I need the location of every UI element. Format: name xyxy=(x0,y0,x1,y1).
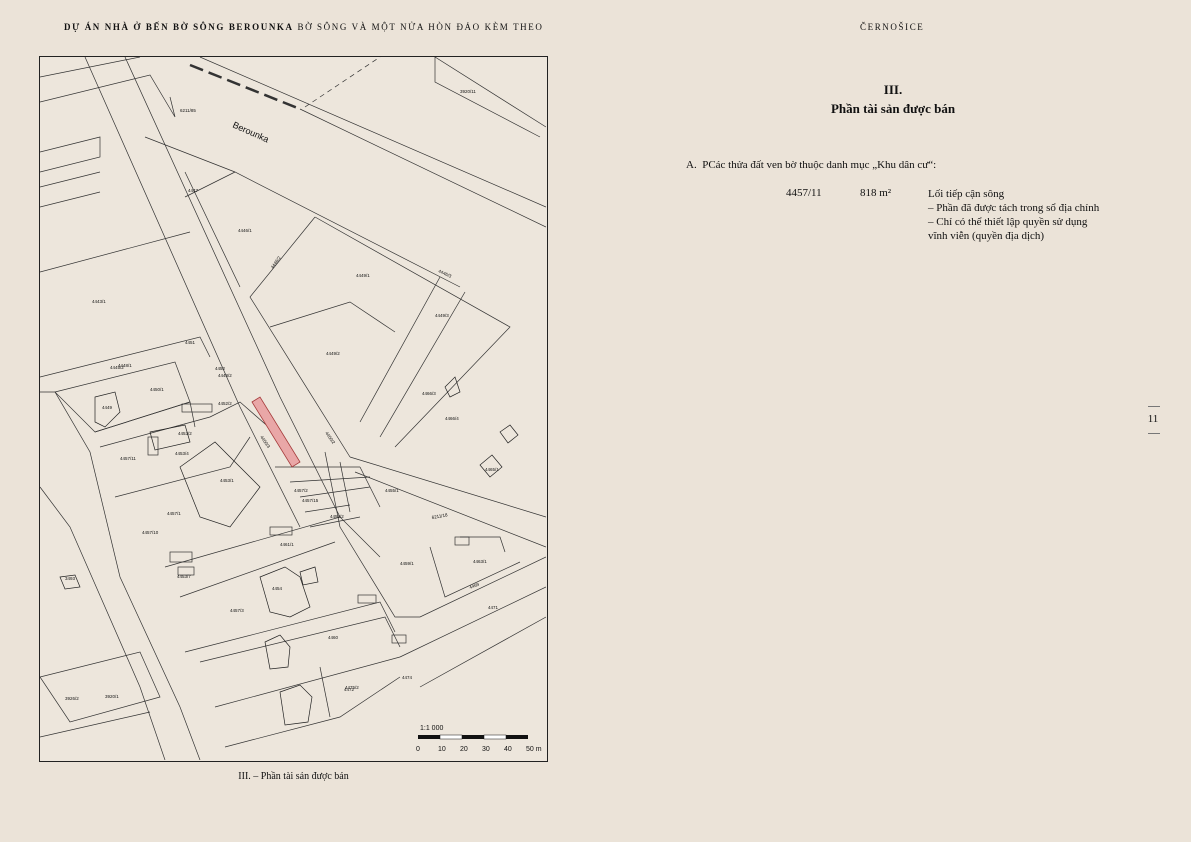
running-head-right: Černošice xyxy=(860,22,925,32)
parcel-label: 4454 xyxy=(272,586,283,591)
running-head-project: Dự án nhà ở bến bờ sông Berounka xyxy=(64,22,294,32)
scale-tick-label: 40 xyxy=(504,746,512,753)
parcel-label: 4453/1 xyxy=(220,478,234,483)
running-head-subtitle: bờ sông và một nửa hòn đảo kèm theo xyxy=(293,22,544,32)
parcel-label: 4471 xyxy=(488,605,499,610)
parcel-label: 4448/2 xyxy=(218,373,232,378)
section-number: III. xyxy=(883,82,903,97)
parcel-label: 3493 xyxy=(65,576,76,581)
running-head-left: Dự án nhà ở bến bờ sông Berounka bờ sông… xyxy=(64,22,543,32)
parcel-lines xyxy=(40,57,546,760)
parcel-label: 4457/1 xyxy=(167,511,181,516)
parcel-number: 4457/11 xyxy=(786,187,822,199)
desc-line: – Phần đã được tách trong sổ địa chính xyxy=(928,202,1100,214)
parcel-label: 4469 xyxy=(469,582,481,590)
page-rule-top xyxy=(1148,406,1160,407)
parcel-label: 4451 xyxy=(185,340,196,345)
parcel-area: 818 m² xyxy=(860,187,892,199)
item-text: PCác thửa đất ven bờ thuộc danh mục „Khu… xyxy=(702,159,937,171)
scale-bar: 1:1 000 0 10 20 30 40 50 m xyxy=(416,725,542,753)
parcel-label: 4466/4 xyxy=(445,416,459,421)
parcel-label: 4452 xyxy=(215,366,226,371)
desc-line: Lối tiếp cận sông xyxy=(928,188,1005,200)
parcel-label: 4457/2 xyxy=(294,488,308,493)
parcel-label: 4448/1 xyxy=(118,363,132,368)
item-a: A. PCác thửa đất ven bờ thuộc danh mục „… xyxy=(686,159,936,171)
parcel-label: 4447 xyxy=(188,188,199,193)
parcel-label: 3920/1 xyxy=(105,694,119,699)
page-number: 11 xyxy=(1147,413,1159,425)
parcel-label: 4457/10 xyxy=(142,530,159,535)
parcel-label: 4453/7 xyxy=(177,574,191,579)
desc-line: – Chỉ có thể thiết lập quyền sử dụng xyxy=(928,216,1088,228)
parcel-label: 4453/2 xyxy=(178,431,192,436)
parcel-label: 4457/11 xyxy=(120,456,136,461)
river-label: Berounka xyxy=(231,120,270,145)
parcel-label: 4450/3 xyxy=(259,435,271,450)
parcel-label: 4449/2 xyxy=(326,351,340,356)
parcel-label: 4475/2 xyxy=(345,685,359,690)
parcel-label: 4457/15 xyxy=(302,498,319,503)
parcel-label: 4446/2 xyxy=(270,255,282,270)
parcel-label: 4466/3 xyxy=(422,391,436,396)
parcel-label: 4449/3 xyxy=(435,313,449,318)
scale-tick-label: 0 xyxy=(416,746,420,753)
parcel-labels: 6211/85 3920/11 4447 4446/1 4446/2 4449/1 4446… xyxy=(65,89,499,701)
parcel-label: 4459/1 xyxy=(400,561,414,566)
parcel-label: 4455/1 xyxy=(385,488,399,493)
parcel-label: 4452/2 xyxy=(218,401,232,406)
parcel-label: 4446/1 xyxy=(238,228,252,233)
parcel-label: 3920/11 xyxy=(460,89,476,94)
parcel-description: Lối tiếp cận sông – Phần đã được tách tr… xyxy=(928,187,1128,243)
parcel-label: 4450/1 xyxy=(150,387,164,392)
scale-tick-label: 20 xyxy=(460,746,468,753)
scale-tick-label: 10 xyxy=(438,746,446,753)
scale-label: 1:1 000 xyxy=(420,725,443,732)
parcel-label: 6211/18 xyxy=(431,512,448,520)
parcel-label: 6211/85 xyxy=(180,108,196,113)
cadastral-map: Berounka 6211/85 3920/11 4447 4446/1 4446/2 4… xyxy=(39,56,548,762)
parcel-label: 4446/3 xyxy=(438,268,453,279)
item-marker: A. xyxy=(686,159,697,171)
parcel-label: 4465/1 xyxy=(485,467,499,472)
parcel-label: 4445/2 xyxy=(110,365,124,370)
scale-tick-label: 50 m xyxy=(526,746,542,753)
section-title: Phần tài sản được bán xyxy=(830,101,956,116)
parcel-label: 4457/3 xyxy=(230,608,244,613)
parcel-label: 4449/1 xyxy=(356,273,370,278)
cadastral-map-drawing: Berounka 6211/85 3920/11 4447 4446/1 4446/2 4… xyxy=(40,57,546,760)
parcel-label: 4459/2 xyxy=(330,514,344,519)
page-rule-bottom xyxy=(1148,433,1160,434)
desc-line: vĩnh viễn (quyền địa dịch) xyxy=(928,230,1045,242)
highlighted-parcel-4457-11 xyxy=(251,396,301,468)
map-caption: III. – Phần tài sản được bán xyxy=(238,771,349,782)
parcel-label: 4443/1 xyxy=(92,299,106,304)
parcel-label: 4460 xyxy=(328,635,339,640)
parcel-label: 4463/1 xyxy=(473,559,487,564)
parcel-label: 4474 xyxy=(402,675,413,680)
parcel-label: 4453/4 xyxy=(175,451,189,456)
parcel-label: 4449 xyxy=(102,405,113,410)
scale-tick-label: 30 xyxy=(482,746,490,753)
parcel-label: 4472 xyxy=(344,687,355,692)
parcel-label: 3926/2 xyxy=(65,696,79,701)
parcel-label: 4461/1 xyxy=(280,542,294,547)
